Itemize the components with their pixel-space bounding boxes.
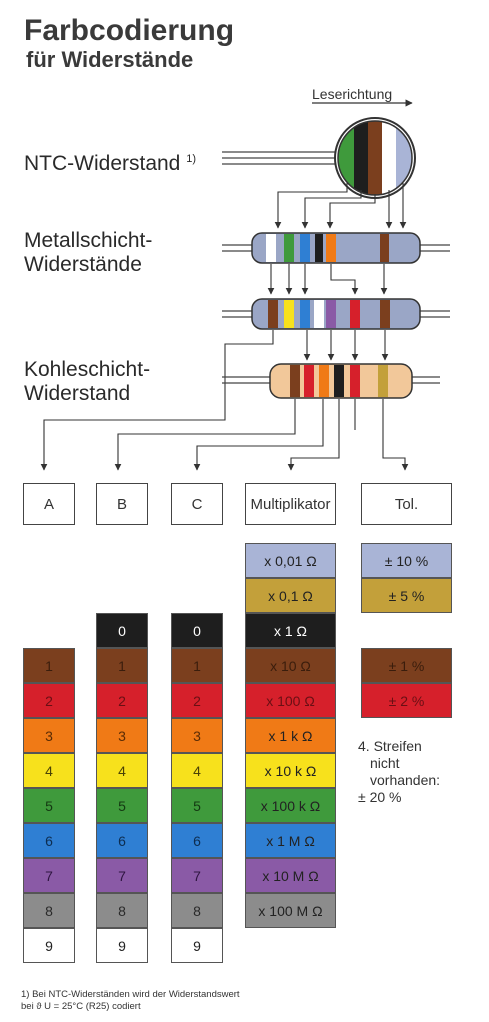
ntc-connectors (274, 183, 407, 229)
digit-b-grey: 8 (96, 893, 148, 928)
column-header-a: A (23, 483, 75, 525)
tolerance-red: ± 2 % (361, 683, 452, 718)
digit-c-blue: 6 (171, 823, 223, 858)
reading-direction-label: Leserichtung (312, 86, 393, 102)
digit-a-grey: 8 (23, 893, 75, 928)
digit-b-blue: 6 (96, 823, 148, 858)
carbon-label-line2: Widerstand (24, 382, 131, 405)
multiplier-black: x 1 Ω (245, 613, 336, 648)
digit-c-red: 2 (171, 683, 223, 718)
digit-b-red: 2 (96, 683, 148, 718)
ntc-resistor (222, 117, 416, 199)
column-header-c: C (171, 483, 223, 525)
footnote-line1: 1) Bei NTC-Widerständen wird der Widerst… (21, 989, 240, 1000)
multiplier-blue: x 1 M Ω (245, 823, 336, 858)
ntc-label: NTC-Widerstand 1) (24, 147, 196, 176)
digit-a-blue: 6 (23, 823, 75, 858)
page-title: Farbcodierung (24, 14, 235, 47)
digit-c-violet: 7 (171, 858, 223, 893)
fourth-band-note-line2: nicht (370, 755, 400, 771)
digit-a-brown: 1 (23, 648, 75, 683)
multiplier-grey: x 100 M Ω (245, 893, 336, 928)
fourth-band-note-line3: vorhanden: (370, 772, 441, 788)
multiplier-orange: x 1 k Ω (245, 718, 336, 753)
digit-b-white: 9 (96, 928, 148, 963)
digit-c-grey: 8 (171, 893, 223, 928)
digit-a-white: 9 (23, 928, 75, 963)
column-header-tolerance: Tol. (361, 483, 452, 525)
multiplier-brown: x 10 Ω (245, 648, 336, 683)
digit-a-red: 2 (23, 683, 75, 718)
multiplier-gold: x 0,1 Ω (245, 578, 336, 613)
column-header-multiplier: Multiplikator (245, 483, 336, 525)
digit-b-orange: 3 (96, 718, 148, 753)
digit-c-black: 0 (171, 613, 223, 648)
metal-label-line2: Widerstände (24, 253, 142, 276)
fourth-band-note: 4. Streifen nicht vorhanden: ± 20 % (358, 738, 440, 806)
metal-label-line1: Metallschicht- (24, 229, 153, 252)
footnote-line2: bei ϑ U = 25°C (R25) codiert (21, 1001, 141, 1012)
fourth-band-note-line4: ± 20 % (358, 789, 402, 805)
ntc-footnote-marker: 1) (186, 153, 196, 165)
fourth-band-note-line1: 4. Streifen (358, 738, 422, 754)
tolerance-silver: ± 10 % (361, 543, 452, 578)
digit-c-orange: 3 (171, 718, 223, 753)
page-subtitle: für Widerstände (26, 47, 194, 72)
carbon-film-resistor (222, 363, 440, 399)
digit-b-violet: 7 (96, 858, 148, 893)
digit-b-yellow: 4 (96, 753, 148, 788)
digit-a-green: 5 (23, 788, 75, 823)
multiplier-green: x 100 k Ω (245, 788, 336, 823)
carbon-label-line1: Kohleschicht- (24, 358, 151, 381)
digit-b-green: 5 (96, 788, 148, 823)
ntc-label-text: NTC-Widerstand (24, 152, 181, 175)
digit-c-white: 9 (171, 928, 223, 963)
digit-a-yellow: 4 (23, 753, 75, 788)
digit-a-violet: 7 (23, 858, 75, 893)
digit-a-orange: 3 (23, 718, 75, 753)
column-header-b: B (96, 483, 148, 525)
multiplier-violet: x 10 M Ω (245, 858, 336, 893)
digit-c-green: 5 (171, 788, 223, 823)
digit-b-black: 0 (96, 613, 148, 648)
metal-film-resistor-2 (222, 298, 450, 330)
tolerance-gold: ± 5 % (361, 578, 452, 613)
multiplier-silver: x 0,01 Ω (245, 543, 336, 578)
metal-film-resistor-1 (222, 232, 450, 264)
multiplier-yellow: x 10 k Ω (245, 753, 336, 788)
multiplier-red: x 100 Ω (245, 683, 336, 718)
tolerance-brown: ± 1 % (361, 648, 452, 683)
footnote: 1) Bei NTC-Widerständen wird der Widerst… (21, 989, 240, 1013)
digit-b-brown: 1 (96, 648, 148, 683)
digit-c-brown: 1 (171, 648, 223, 683)
digit-c-yellow: 4 (171, 753, 223, 788)
